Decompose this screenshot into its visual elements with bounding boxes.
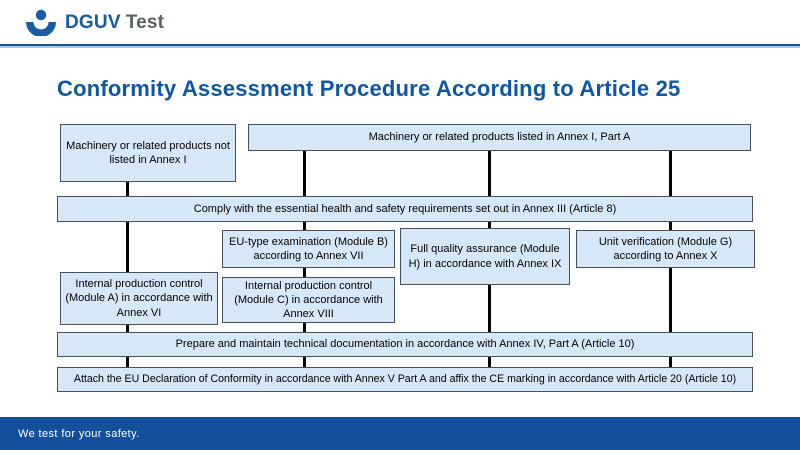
- flow-box-module-h: Full quality assurance (Module H) in acc…: [400, 228, 570, 285]
- dguv-logo-icon: [24, 9, 58, 36]
- footer: We test for your safety.: [0, 417, 800, 450]
- footer-tagline: We test for your safety.: [18, 427, 140, 440]
- flow-box-not-listed: Machinery or related products not listed…: [60, 124, 236, 182]
- flow-box-module-a: Internal production control (Module A) i…: [60, 272, 218, 325]
- flow-box-module-c: Internal production control (Module C) i…: [222, 277, 395, 323]
- logo-text-dguv: DGUV: [65, 11, 121, 33]
- header-rule-dark: [0, 44, 800, 46]
- logo-text-test: Test: [125, 11, 165, 33]
- flow-box-prepare: Prepare and maintain technical documenta…: [57, 332, 753, 357]
- page-title: Conformity Assessment Procedure Accordin…: [57, 76, 681, 101]
- flow-box-comply: Comply with the essential health and saf…: [57, 196, 753, 222]
- flow-box-module-g: Unit verification (Module G) according t…: [576, 230, 755, 268]
- flow-box-listed-part-a: Machinery or related products listed in …: [248, 124, 751, 151]
- flow-box-module-b: EU-type examination (Module B) according…: [222, 230, 395, 268]
- flow-box-attach: Attach the EU Declaration of Conformity …: [57, 367, 753, 392]
- header-rule-light: [0, 46, 800, 48]
